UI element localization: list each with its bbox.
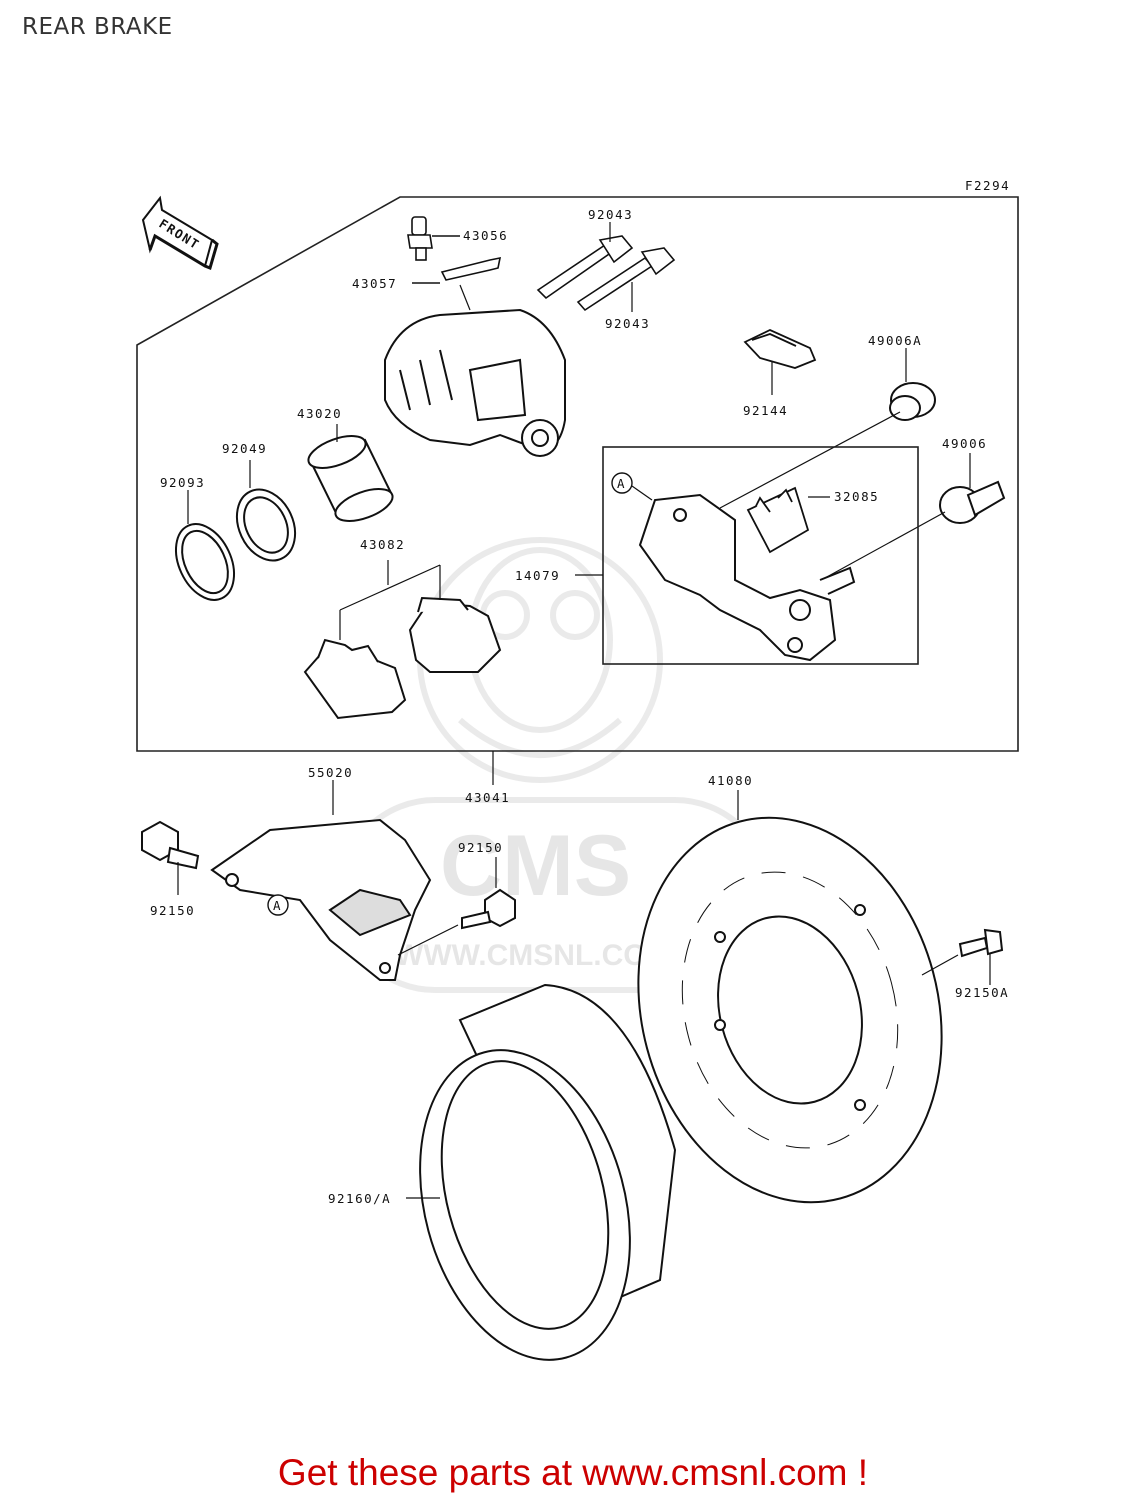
boot-icon xyxy=(719,382,936,509)
label-92049: 92049 xyxy=(222,441,267,456)
callout-a-circle-1 xyxy=(611,472,633,494)
front-arrow-icon: FRONT xyxy=(141,195,219,271)
watermark-brand: CMS xyxy=(440,818,631,914)
label-92150A: 92150A xyxy=(955,985,1009,1000)
callout-a-1: A xyxy=(617,476,626,491)
label-92160A: 92160/A xyxy=(328,1191,391,1206)
label-49006: 49006 xyxy=(942,436,987,451)
page-title: REAR BRAKE xyxy=(22,14,173,40)
bolt-icon-middle xyxy=(397,888,516,956)
pin-boot-icon xyxy=(824,480,1006,579)
brake-pads-icon xyxy=(303,596,502,720)
label-43082: 43082 xyxy=(360,537,405,552)
caliper-pin-icon xyxy=(536,235,676,312)
bleeder-valve-icon xyxy=(407,216,460,261)
label-43056: 43056 xyxy=(463,228,508,243)
cta-link[interactable]: Get these parts at www.cmsnl.com ! xyxy=(0,1452,1146,1494)
seal-ring-icon xyxy=(419,983,677,1361)
label-32085: 32085 xyxy=(834,489,879,504)
bracket-subassembly-box xyxy=(602,446,919,665)
dust-seal-icon xyxy=(174,523,236,601)
figure-code: F2294 xyxy=(965,178,1010,193)
label-43057: 43057 xyxy=(352,276,397,291)
bleeder-cap-icon xyxy=(412,256,502,284)
label-41080: 41080 xyxy=(708,773,753,788)
cta-text[interactable]: Get these parts at www.cmsnl.com ! xyxy=(277,1452,869,1493)
pad-spring-icon xyxy=(743,329,817,369)
label-92150-left: 92150 xyxy=(150,903,195,918)
caliper-guard-icon xyxy=(210,818,432,981)
caliper-bracket-icon xyxy=(638,493,856,662)
caliper-assembly-box xyxy=(136,196,1019,752)
bolt-icon-left xyxy=(141,820,200,870)
callout-a-circle-2 xyxy=(267,894,289,916)
label-43041: 43041 xyxy=(465,790,510,805)
shim-icon xyxy=(746,486,810,554)
label-49006A: 49006A xyxy=(868,333,922,348)
label-92144: 92144 xyxy=(743,403,788,418)
label-14079: 14079 xyxy=(515,568,560,583)
piston-icon xyxy=(307,435,394,522)
brake-disc-icon xyxy=(637,816,943,1204)
callout-a-2: A xyxy=(273,898,282,913)
caliper-body-icon xyxy=(384,284,566,457)
label-92043-bottom: 92043 xyxy=(605,316,650,331)
label-92150-middle: 92150 xyxy=(458,840,503,855)
watermark-url: WWW.CMSNL.COM xyxy=(395,939,672,972)
label-43020: 43020 xyxy=(297,406,342,421)
label-92043-top: 92043 xyxy=(588,207,633,222)
piston-seal-icon xyxy=(235,488,297,562)
disc-screw-icon xyxy=(921,928,1004,976)
label-92093: 92093 xyxy=(160,475,205,490)
label-55020: 55020 xyxy=(308,765,353,780)
